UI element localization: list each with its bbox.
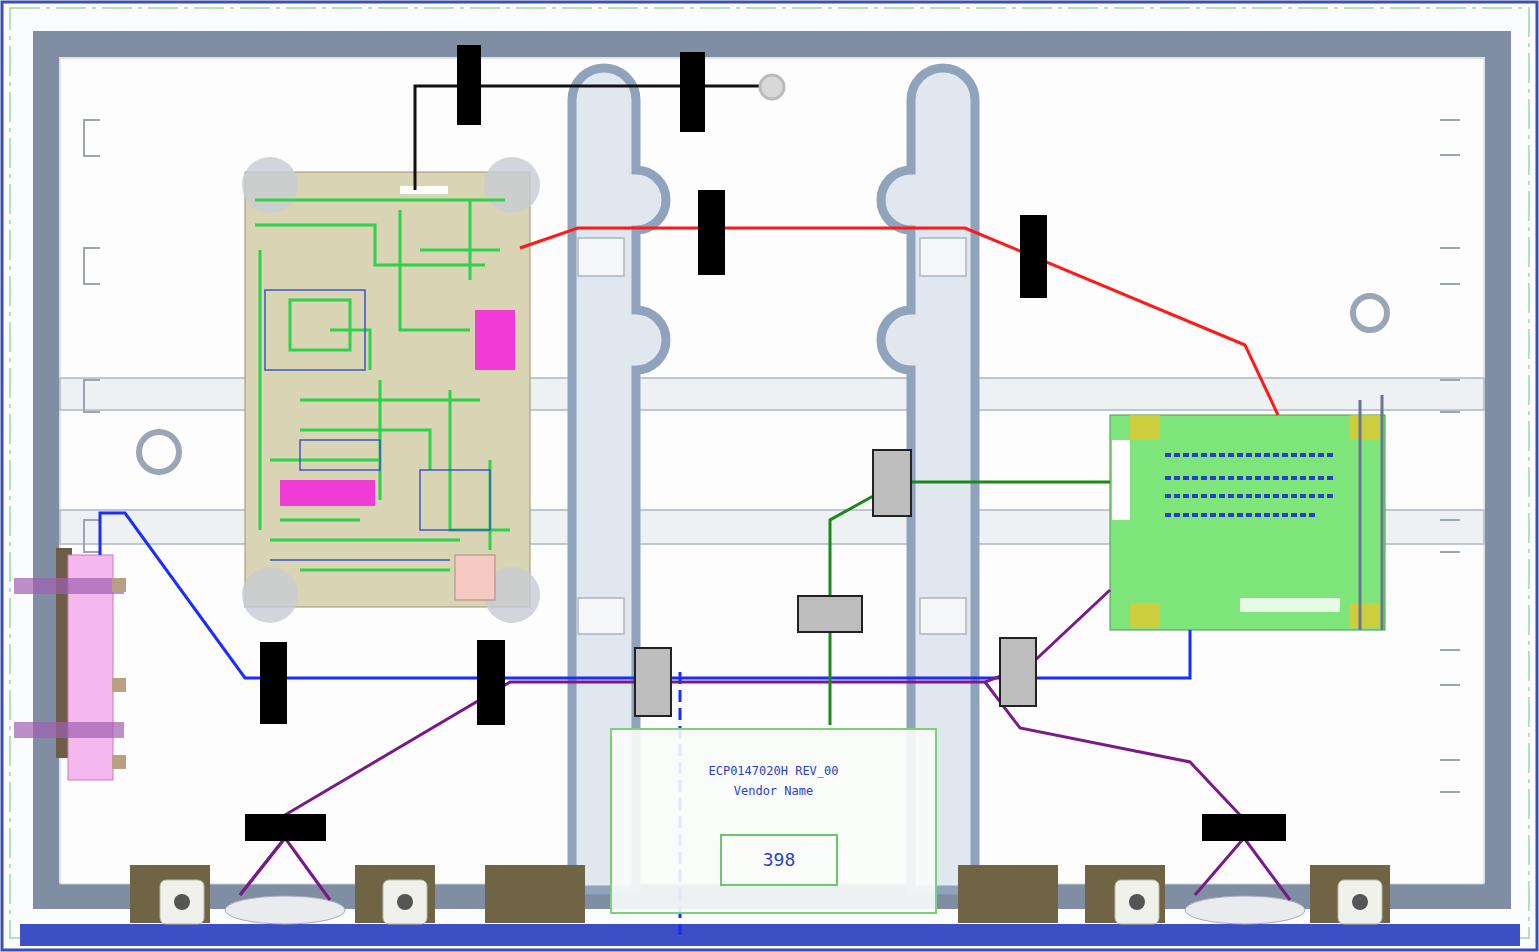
tcon-board-part bbox=[1240, 598, 1340, 612]
ferrite-block-part bbox=[260, 642, 287, 724]
bracket-clip-part bbox=[578, 238, 624, 276]
speaker-bay-part bbox=[1085, 865, 1165, 923]
speaker-bay-part bbox=[130, 865, 210, 923]
board-label: Vendor Name bbox=[612, 784, 935, 798]
mounting-tab-part bbox=[84, 120, 100, 156]
speaker-bay-part bbox=[1310, 865, 1390, 923]
ferrite-block-part bbox=[477, 640, 505, 725]
speaker-bay-part bbox=[1352, 894, 1368, 910]
tcon-board-part bbox=[1130, 415, 1160, 440]
tcon-board bbox=[1110, 395, 1385, 630]
main-board-part bbox=[475, 310, 515, 370]
mounting-tab-part bbox=[1440, 248, 1460, 284]
board-label: ECP0147020H REV_00 bbox=[612, 764, 935, 778]
main-board-part bbox=[265, 290, 490, 560]
speaker-bay-part bbox=[355, 865, 435, 923]
lvds-connector-part bbox=[112, 678, 126, 692]
speaker-bay-part bbox=[397, 894, 413, 910]
lvds-connector-part bbox=[112, 755, 126, 769]
speaker-bay-part bbox=[383, 880, 427, 924]
speaker-bay-part bbox=[225, 896, 345, 924]
speaker-bay-part bbox=[485, 865, 585, 923]
bracket-clip bbox=[578, 238, 966, 634]
tcon-board-part bbox=[1350, 415, 1380, 440]
cable-clip-part bbox=[798, 596, 862, 632]
lvds-connector bbox=[14, 548, 126, 780]
back-cover-part bbox=[46, 44, 1498, 896]
tcon-board-part bbox=[1165, 455, 1335, 515]
cable bbox=[100, 75, 1290, 935]
marking-number: 398 bbox=[722, 849, 836, 871]
ferrite-block-part bbox=[245, 814, 326, 841]
main-board-part-part bbox=[280, 200, 500, 550]
speaker-bay-part bbox=[174, 894, 190, 910]
main-board-part bbox=[245, 172, 530, 607]
screw-hole-part bbox=[1353, 296, 1387, 330]
marking-box: 398 bbox=[720, 834, 838, 886]
speaker-bay-part bbox=[1185, 896, 1305, 924]
main-board-part bbox=[484, 157, 540, 213]
main-board-part bbox=[280, 480, 375, 506]
main-board-part bbox=[242, 157, 298, 213]
cable-clip-part bbox=[635, 648, 671, 716]
mounting-tab-part bbox=[1440, 520, 1460, 552]
bracket-clip-part bbox=[578, 598, 624, 634]
speaker-bay-part bbox=[958, 865, 1058, 923]
speaker-bay-part bbox=[1129, 894, 1145, 910]
cable-clip-part bbox=[1000, 638, 1036, 706]
speaker-bay-part bbox=[1338, 880, 1382, 924]
lvds-connector-part bbox=[14, 578, 124, 594]
ferrite-block-part bbox=[698, 190, 725, 275]
speaker-bay-part bbox=[20, 924, 1520, 946]
cable-clip bbox=[635, 450, 1036, 716]
cable-part bbox=[895, 481, 1110, 484]
ferrite-block bbox=[245, 45, 1286, 841]
screw-hole-part bbox=[139, 432, 179, 472]
tcon-board-part bbox=[1130, 603, 1160, 628]
bracket-clip-part bbox=[920, 238, 966, 276]
mounting-tab-part bbox=[1440, 650, 1460, 685]
mounting-tab-part bbox=[1440, 120, 1460, 155]
board-bracket: ECP0147020H REV_00Vendor Name 398 bbox=[610, 728, 937, 914]
main-board-part bbox=[255, 200, 510, 570]
main-board-part-part bbox=[265, 290, 490, 560]
tcon-board-part bbox=[1112, 440, 1130, 520]
cable-part bbox=[760, 75, 784, 99]
tcon-board-part bbox=[1110, 415, 1385, 630]
tcon-board-part bbox=[1360, 395, 1382, 630]
mounting-tab-part bbox=[84, 248, 100, 284]
mounting-tab-part bbox=[1440, 760, 1460, 792]
back-cover-part bbox=[10, 8, 1529, 938]
speaker-bay-part bbox=[1115, 880, 1159, 924]
tcon-board-part bbox=[1350, 603, 1380, 628]
main-board-part-part bbox=[270, 380, 510, 570]
mounting-tab-part bbox=[84, 520, 100, 552]
main-board-part bbox=[242, 567, 298, 623]
speaker-bay-part bbox=[160, 880, 204, 924]
lvds-connector-part bbox=[14, 722, 124, 738]
lvds-connector-part bbox=[112, 578, 126, 592]
main-board-part bbox=[400, 186, 448, 194]
ferrite-block-part bbox=[680, 52, 705, 132]
ferrite-block-part bbox=[1202, 814, 1286, 841]
cable-part bbox=[520, 228, 1278, 415]
main-board-part bbox=[455, 555, 495, 600]
mounting-tab-part bbox=[1440, 380, 1460, 412]
bracket-clip-part bbox=[920, 598, 966, 634]
mounting-tab bbox=[84, 120, 1460, 792]
ferrite-block-part bbox=[1020, 215, 1047, 298]
ferrite-block-part bbox=[457, 45, 481, 125]
main-board bbox=[242, 157, 540, 623]
mounting-tab-part bbox=[84, 380, 100, 412]
cable-clip-part bbox=[873, 450, 911, 516]
